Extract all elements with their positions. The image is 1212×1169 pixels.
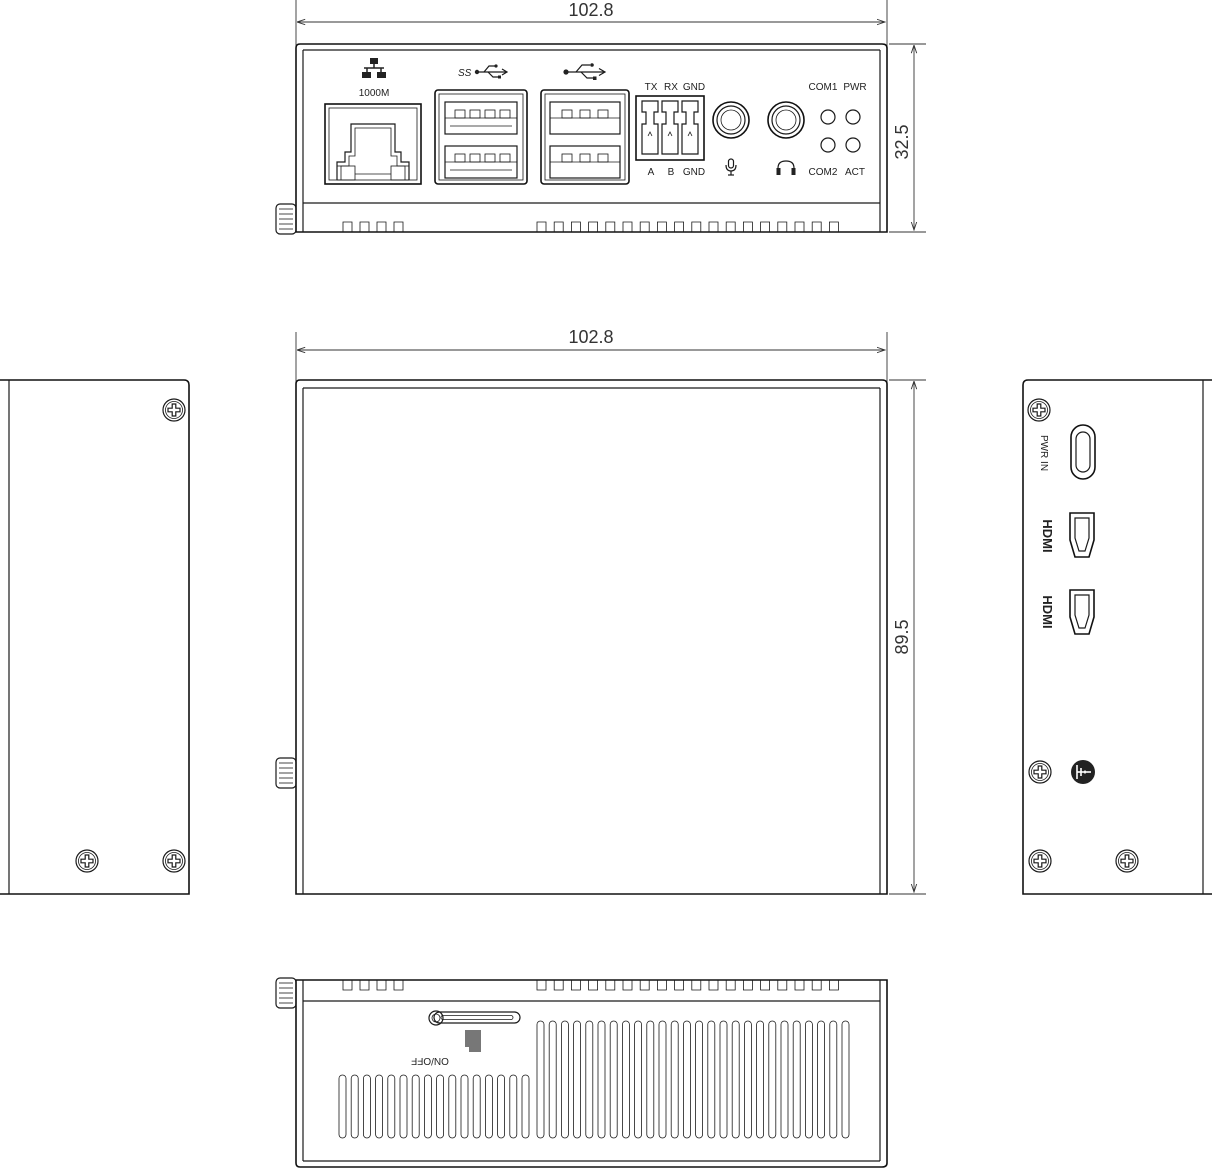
front-width-dimension: 102.8 [295,0,888,48]
front-height-dimension: 32.5 [889,43,926,233]
led-com1-label: COM1 [809,82,838,93]
headphone-icon [776,160,796,175]
ground-icon [1071,760,1095,784]
thumbscrew-front [275,203,297,235]
screw-icon [1027,398,1051,422]
led-act [845,137,861,153]
screw-icon [75,849,99,873]
usb2-dual-port [540,89,630,185]
serial-rx-label: RX [664,82,678,93]
plan-width-dimension: 102.8 [295,327,888,382]
plan-depth-value: 89.5 [892,619,912,654]
led-com2 [820,137,836,153]
front-fins [342,221,839,232]
serial-gnd-bottom-label: GND [683,167,705,178]
rear-vents-right [536,1020,850,1139]
rj45-port [324,103,422,185]
left-side-view [0,379,190,895]
screw-icon [1028,849,1052,873]
microphone-icon [725,158,737,176]
serial-a-label: A [648,167,655,178]
hdmi-2-label: HDMI [1040,595,1055,628]
led-com2-label: COM2 [809,167,838,178]
led-pwr [845,109,861,125]
plan-depth-dimension: 89.5 [889,379,926,895]
microsd-card-icon [465,1030,481,1052]
serial-terminal-block [635,95,705,161]
right-side-view: PWR IN HDMI HDMI [1022,379,1212,895]
serial-tx-label: TX [645,82,658,93]
on-off-label: ON/OFF [411,1055,449,1066]
usbc-power-port [1070,424,1096,480]
rear-vents-left [338,1074,530,1139]
thumbscrew-rear [275,977,297,1009]
rear-fins [536,980,839,991]
usb3-superspeed-icon: SS [458,64,509,79]
hdmi-1-label: HDMI [1040,519,1055,552]
screw-icon [162,398,186,422]
usb-icon [563,63,607,80]
microsd-slot [433,1011,521,1024]
led-pwr-label: PWR [843,82,866,93]
serial-gnd-top-label: GND [683,82,705,93]
micro-hdmi-port-2 [1069,589,1095,635]
front-height-value: 32.5 [892,124,912,159]
serial-b-label: B [668,167,675,178]
mic-jack [712,101,750,139]
rear-view: ON/OFF [275,977,888,1168]
svg-text:SS: SS [458,68,472,79]
front-width-value: 102.8 [568,0,613,20]
lan-speed-label: 1000M [359,88,390,99]
thumbscrew-plan [275,757,297,789]
micro-hdmi-port-1 [1069,512,1095,558]
front-view: 1000M SS [275,43,888,235]
screw-icon [1028,760,1052,784]
led-act-label: ACT [845,167,865,178]
screw-icon [1115,849,1139,873]
led-com1 [820,109,836,125]
headphone-jack [767,101,805,139]
plan-view [275,379,888,895]
usb3-dual-port [434,89,528,185]
plan-width-value: 102.8 [568,327,613,347]
power-in-label: PWR IN [1038,435,1049,471]
ethernet-icon [362,58,386,78]
screw-icon [162,849,186,873]
